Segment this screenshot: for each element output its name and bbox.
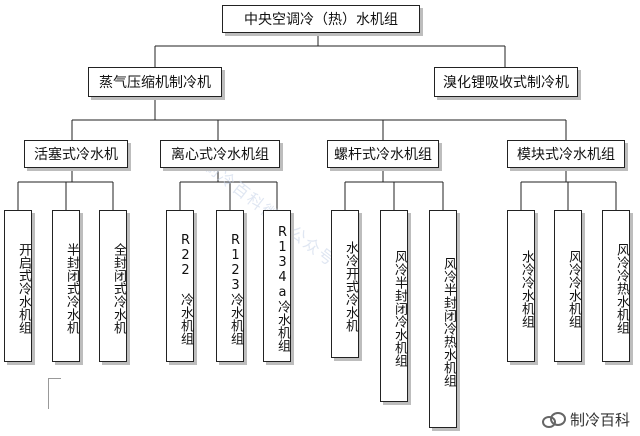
leaf-r22: R22 冷水机组 xyxy=(166,210,194,362)
leaf-air-cooled-semi-hermetic: 风冷半封闭冷水机组 xyxy=(380,210,408,402)
node-centrifugal-chiller: 离心式冷水机组 xyxy=(160,140,280,168)
leaf-label: 水冷开式冷水机 xyxy=(343,241,358,332)
leaf-label: 开启式冷水机组 xyxy=(16,243,31,334)
leaf-fully-hermetic: 全封闭式冷水机 xyxy=(99,210,127,362)
leaf-water-cooled-open: 水冷开式冷水机 xyxy=(331,210,359,358)
node-vapor-compression: 蒸气压缩机制冷机 xyxy=(88,67,222,97)
leaf-label: 风冷冷热水机组 xyxy=(614,243,629,334)
wechat-icon xyxy=(541,411,566,428)
leaf-label: 半封闭式冷水机 xyxy=(64,243,79,334)
leaf-label: 风冷半封闭冷水机组 xyxy=(392,250,407,367)
leaf-label: 风冷半封闭冷热水机组 xyxy=(441,256,456,387)
brand-logo: 制冷百科 xyxy=(541,409,630,430)
node-modular-chiller: 模块式冷水机组 xyxy=(507,140,625,168)
node-libr-absorption: 溴化锂吸收式制冷机 xyxy=(434,67,578,97)
leaf-label: 全封闭式冷水机 xyxy=(111,243,126,334)
leaf-r123: R123冷水机组 xyxy=(216,210,244,362)
node-piston-chiller: 活塞式冷水机 xyxy=(24,140,128,168)
leaf-label: R134a冷水机组 xyxy=(275,225,290,352)
root-node: 中央空调冷（热）水机组 xyxy=(222,5,420,33)
leaf-label: 风冷冷水机组 xyxy=(566,249,581,328)
node-screw-chiller: 螺杆式冷水机组 xyxy=(327,140,439,168)
leaf-label: R22 冷水机组 xyxy=(178,232,193,345)
leaf-modular-air-cooled-heat: 风冷冷热水机组 xyxy=(602,210,630,362)
leaf-modular-air-cooled: 风冷冷水机组 xyxy=(554,210,582,362)
leaf-r134a: R134a冷水机组 xyxy=(263,210,291,362)
corner-mark xyxy=(48,378,61,409)
leaf-air-cooled-semi-hermetic-heat: 风冷半封闭冷热水机组 xyxy=(429,210,457,428)
leaf-open-type: 开启式冷水机组 xyxy=(4,210,32,362)
leaf-label: R123冷水机组 xyxy=(228,232,243,345)
leaf-semi-hermetic: 半封闭式冷水机 xyxy=(52,210,80,362)
leaf-modular-water-cooled: 水冷冷水机组 xyxy=(507,210,535,362)
leaf-label: 水冷冷水机组 xyxy=(519,249,534,328)
brand-name: 制冷百科 xyxy=(569,411,630,429)
